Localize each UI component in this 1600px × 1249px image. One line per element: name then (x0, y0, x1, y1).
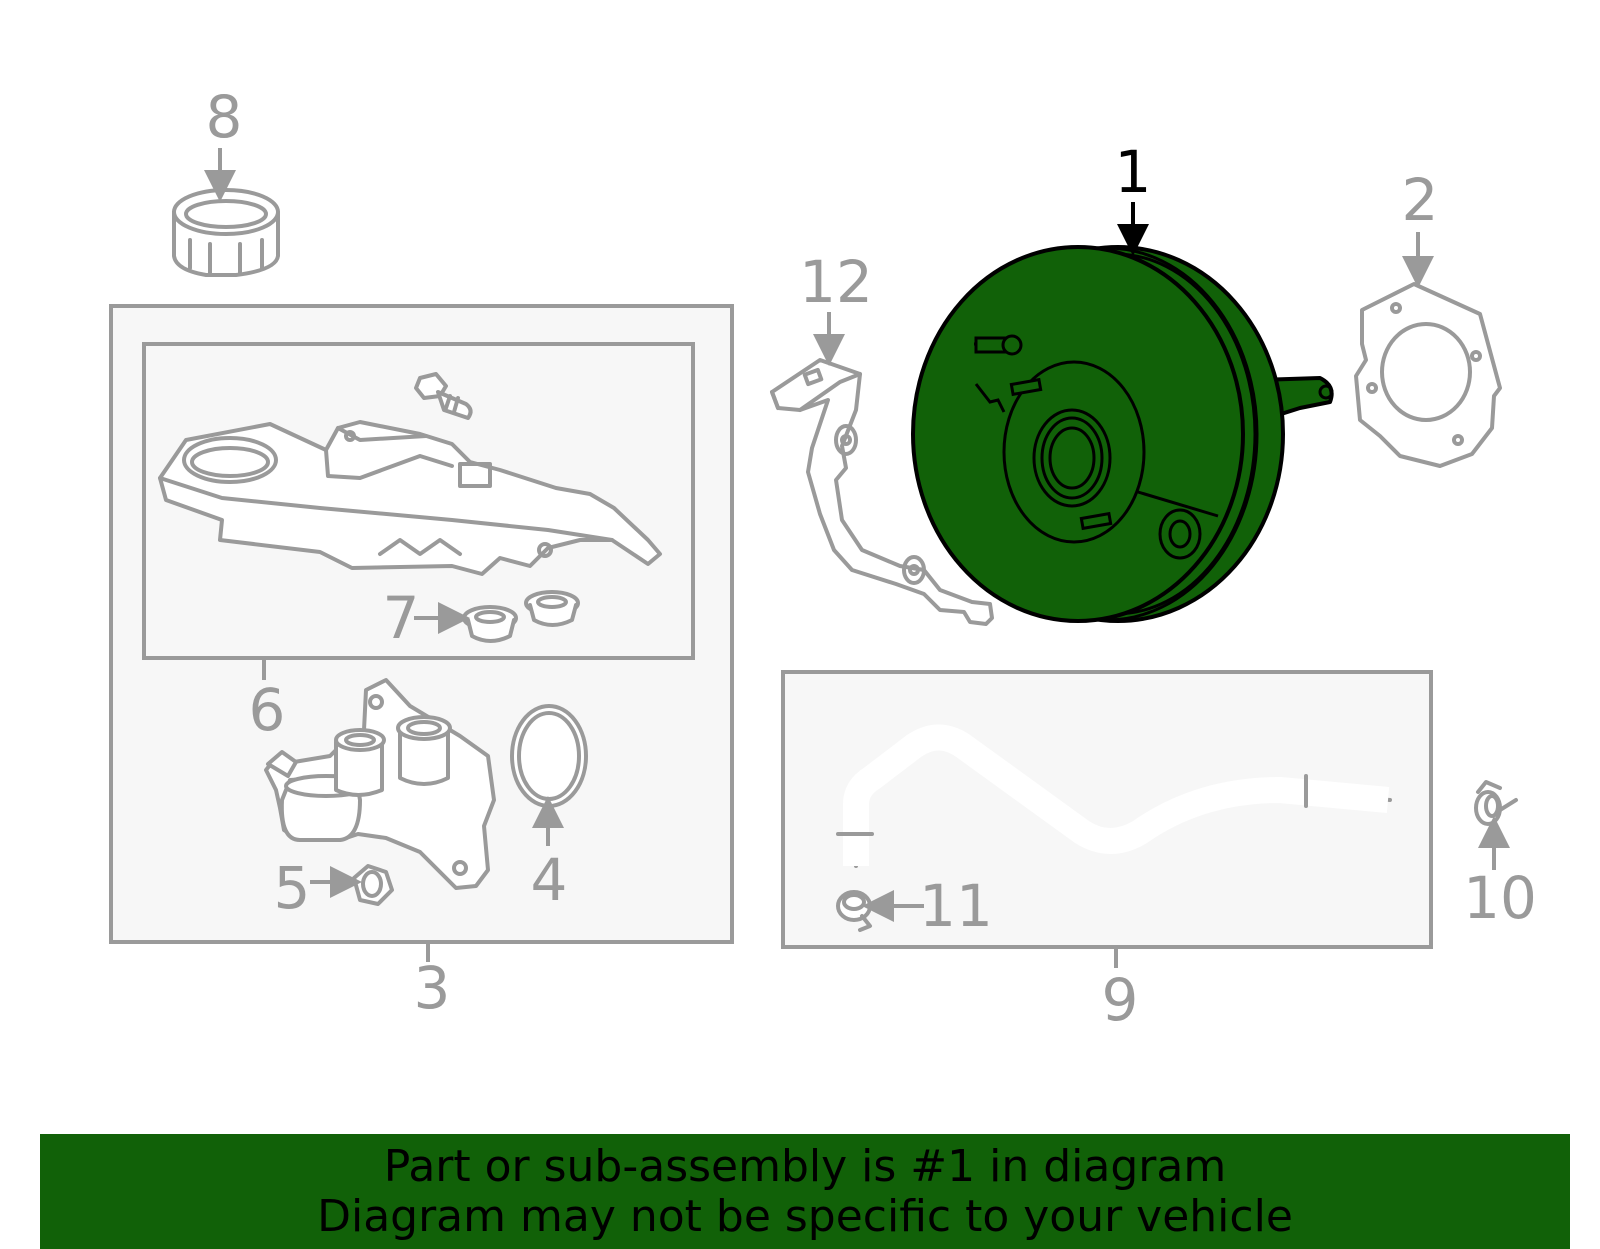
callout-6: 6 (249, 676, 286, 744)
info-banner: Part or sub-assembly is #1 in diagram Di… (40, 1134, 1570, 1249)
callout-3: 3 (414, 954, 451, 1022)
banner-line-2: Diagram may not be specific to your vehi… (317, 1190, 1293, 1242)
reservoir-tank-part-6[interactable] (158, 420, 662, 576)
master-cylinder-body[interactable] (264, 678, 496, 890)
bolt-icon (414, 372, 473, 420)
callout-5: 5 (274, 854, 311, 922)
reservoir-cap-part-8[interactable] (172, 188, 280, 277)
callout-4: 4 (531, 846, 568, 914)
callout-1: 1 (1115, 138, 1152, 206)
callout-8: 8 (206, 83, 243, 151)
callout-7: 7 (383, 584, 420, 652)
vacuum-hose-part-9[interactable] (836, 724, 1392, 868)
callout-2: 2 (1402, 166, 1439, 234)
callout-12: 12 (799, 248, 873, 316)
callout-11: 11 (919, 872, 993, 940)
brake-booster-part-1[interactable] (911, 245, 1334, 623)
gasket-part-2[interactable] (1354, 282, 1502, 468)
callout-10: 10 (1463, 864, 1537, 932)
nut-part-5[interactable] (352, 864, 394, 906)
callout-9: 9 (1102, 966, 1139, 1034)
grommet-part-7[interactable] (462, 590, 580, 643)
o-ring-part-4[interactable] (510, 704, 588, 808)
bracket-part-12[interactable] (770, 358, 994, 626)
banner-line-1: Part or sub-assembly is #1 in diagram (383, 1140, 1227, 1192)
hose-clamp-part-10[interactable] (1474, 780, 1518, 826)
